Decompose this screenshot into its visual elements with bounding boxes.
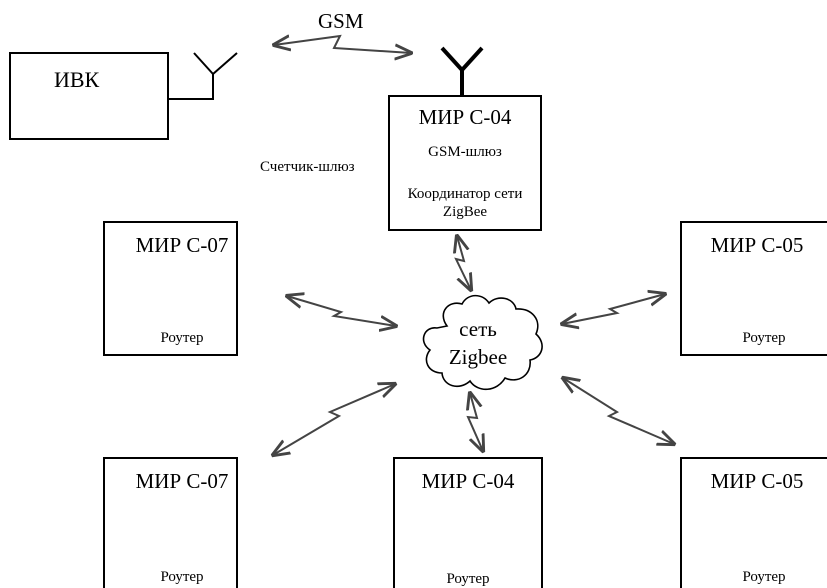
zigbee-cloud-line1: сеть <box>459 317 497 341</box>
zigbee-cloud-icon <box>422 294 543 391</box>
router-title: МИР С-07 <box>136 233 229 257</box>
router-box <box>393 457 543 588</box>
router-role: Роутер <box>446 571 489 587</box>
ivk-antenna-icon <box>193 52 238 75</box>
gsm-link-arrow <box>274 36 411 53</box>
link-arrow-gateway-cloud <box>456 236 471 290</box>
link-arrow-topright-cloud <box>562 294 665 324</box>
router-role: Роутер <box>160 330 203 346</box>
ivk-box <box>9 52 169 140</box>
ivk-antenna-cable <box>168 74 214 100</box>
gsm-label: GSM <box>318 9 364 33</box>
router-title: МИР С-05 <box>711 469 804 493</box>
gateway-box <box>388 95 542 231</box>
router-role: Роутер <box>160 569 203 585</box>
link-arrow-bottommid-cloud <box>468 393 483 451</box>
link-arrow-bottomleft-cloud <box>273 384 395 455</box>
gateway-side-label: Счетчик-шлюз <box>260 159 355 175</box>
gateway-antenna-icon <box>440 46 484 96</box>
gateway-role-line2: ZigBee <box>443 204 487 220</box>
gateway-subtitle: GSM-шлюз <box>428 144 502 160</box>
gateway-title: МИР С-04 <box>419 105 512 129</box>
router-box <box>680 221 827 356</box>
link-arrow-bottomright-cloud <box>563 378 674 444</box>
gateway-role-line1: Координатор сети <box>408 186 523 202</box>
ivk-label: ИВК <box>54 67 100 92</box>
router-node-bottom-left: МИР С-07 Роутер <box>103 457 238 588</box>
router-title: МИР С-05 <box>711 233 804 257</box>
router-node-bottom-mid: МИР С-04 Роутер <box>393 457 543 588</box>
router-node-top-left: МИР С-07 Роутер <box>103 221 238 356</box>
router-title: МИР С-07 <box>136 469 229 493</box>
router-box <box>103 457 238 588</box>
router-node-bottom-right: МИР С-05 Роутер <box>680 457 827 588</box>
router-title: МИР С-04 <box>422 469 515 493</box>
zigbee-cloud-line2: Zigbee <box>449 345 507 369</box>
link-arrow-topleft-cloud <box>287 296 396 326</box>
router-role: Роутер <box>742 569 785 585</box>
router-box <box>103 221 238 356</box>
router-role: Роутер <box>742 330 785 346</box>
router-box <box>680 457 827 588</box>
router-node-top-right: МИР С-05 Роутер <box>680 221 827 356</box>
